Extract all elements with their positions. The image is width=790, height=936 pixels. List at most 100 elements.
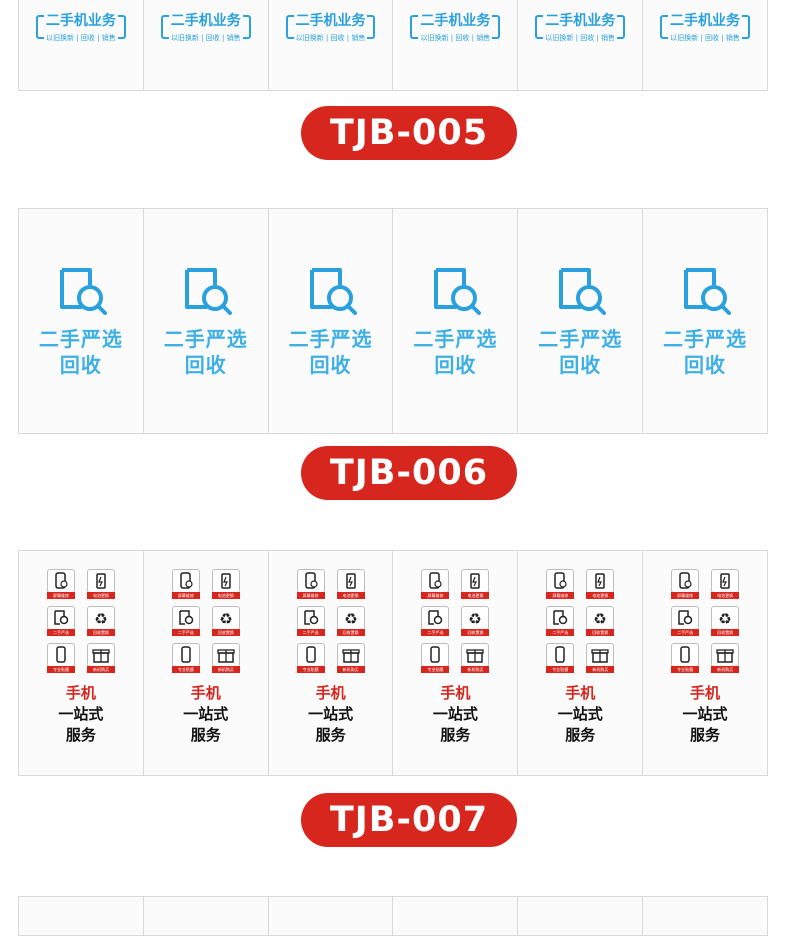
document-search-icon: [179, 610, 194, 625]
product-card[interactable]: 二手严选 回收: [268, 209, 394, 433]
service-tile: 电池更换: [461, 569, 490, 601]
product-card[interactable]: [393, 897, 519, 935]
product-card[interactable]: [518, 897, 644, 935]
product-card[interactable]: 二手机业务 以旧换新 | 回收 | 销售: [143, 0, 269, 90]
code-label-tjb-006: TJB-006: [301, 446, 517, 500]
sign-line1: 手机: [315, 684, 346, 702]
sign-line1: 二手严选: [538, 327, 623, 351]
document-search-icon: [428, 610, 443, 625]
sign-banner: 二手机业务 以旧换新 | 回收 | 销售: [408, 9, 502, 43]
service-tile-label: 回收置换: [87, 629, 115, 636]
document-search-icon: [553, 610, 568, 625]
document-search-icon: [678, 610, 693, 625]
sign-title: 二手机业务: [45, 13, 116, 29]
document-search-icon: [559, 268, 607, 315]
product-card[interactable]: 二手机业务 以旧换新 | 回收 | 销售: [518, 0, 644, 90]
product-card[interactable]: [643, 897, 767, 935]
product-card[interactable]: 屏幕维修 电池更换 二手严选 ♻ 回收置换 专业贴膜 新机购买: [268, 551, 394, 775]
document-search-icon: [684, 268, 732, 315]
service-tile-label: 新机购买: [586, 666, 615, 673]
service-tile-label: 屏幕维修: [171, 592, 200, 599]
sign-title: 二手机业务: [670, 13, 741, 29]
sign-line3: 服务: [190, 726, 221, 744]
gift-icon: [217, 649, 235, 663]
product-card[interactable]: 屏幕维修 电池更换 二手严选 ♻ 回收置换 专业贴膜 新机购买: [19, 551, 144, 775]
product-card[interactable]: 屏幕维修 电池更换 二手严选 ♻ 回收置换 专业贴膜 新机购买: [643, 551, 767, 775]
sign-subtitle: 以旧换新 | 回收 | 销售: [295, 34, 366, 42]
service-tile: 新机购买: [87, 643, 115, 675]
sign-title: 二手机业务: [295, 13, 366, 29]
gift-icon: [92, 649, 110, 663]
product-card[interactable]: 二手严选 回收: [393, 209, 519, 433]
service-tile-label: 新机购买: [711, 666, 740, 673]
service-tile-label: 电池更换: [586, 592, 615, 599]
product-card[interactable]: 屏幕维修 电池更换 二手严选 ♻ 回收置换 专业贴膜 新机购买: [393, 551, 519, 775]
sign-line3: 服务: [690, 726, 721, 744]
phone-icon: [555, 646, 566, 663]
product-card[interactable]: 二手严选 回收: [19, 209, 144, 433]
product-card[interactable]: 二手机业务 以旧换新 | 回收 | 销售: [19, 0, 144, 90]
product-row-tjb-005: 二手严选 回收 二手严选 回收 二手严选 回收 二手严选 回收: [18, 208, 768, 434]
service-tile-label: 二手严选: [47, 629, 75, 636]
service-tile: 二手严选: [296, 606, 325, 638]
sign-line2: 回收: [184, 353, 227, 377]
service-tile: 专业贴膜: [546, 643, 575, 675]
service-tile-label: 专业贴膜: [546, 666, 575, 673]
service-tile-label: 二手严选: [671, 629, 700, 636]
service-tile: 二手严选: [421, 606, 450, 638]
service-tile-label: 新机购买: [87, 666, 115, 673]
service-tile: 新机购买: [586, 643, 615, 675]
svg-text:♻: ♻: [718, 610, 731, 627]
product-card[interactable]: 二手机业务 以旧换新 | 回收 | 销售: [393, 0, 519, 90]
product-card[interactable]: 二手机业务 以旧换新 | 回收 | 销售: [268, 0, 394, 90]
sign-line1: 手机: [690, 684, 721, 702]
document-search-icon: [309, 268, 357, 315]
service-tile-label: 专业贴膜: [171, 666, 200, 673]
phone-icon: [430, 646, 441, 663]
document-search-icon: [303, 610, 318, 625]
service-tile-label: 回收置换: [211, 629, 240, 636]
product-card[interactable]: 二手机业务 以旧换新 | 回收 | 销售: [643, 0, 767, 90]
service-tile: 专业贴膜: [671, 643, 700, 675]
product-card[interactable]: [143, 897, 269, 935]
product-card[interactable]: [19, 897, 144, 935]
sign-line2: 回收: [559, 353, 602, 377]
service-tile-label: 新机购买: [211, 666, 240, 673]
recycle-icon: ♻: [718, 610, 731, 627]
service-tile: 屏幕维修: [421, 569, 450, 601]
service-tile-label: 二手严选: [171, 629, 200, 636]
product-card[interactable]: 二手严选 回收: [643, 209, 767, 433]
recycle-icon: ♻: [469, 610, 482, 627]
svg-text:♻: ♻: [94, 610, 107, 627]
phone-repair-icon: [554, 572, 567, 589]
sign-subtitle: 以旧换新 | 回收 | 销售: [545, 34, 616, 42]
sign-banner: 二手机业务 以旧换新 | 回收 | 销售: [34, 9, 128, 43]
sign-line2: 回收: [434, 353, 477, 377]
sign-line2: 一站式: [557, 705, 603, 723]
product-row-tjb-006: 屏幕维修 电池更换 二手严选 ♻ 回收置换 专业贴膜 新机购买: [18, 550, 768, 776]
product-card[interactable]: 二手严选 回收: [518, 209, 644, 433]
service-tile: 电池更换: [586, 569, 615, 601]
product-row-tjb-007: [18, 896, 768, 936]
svg-text:♻: ♻: [344, 610, 357, 627]
service-tile-label: 回收置换: [586, 629, 615, 636]
service-tile: 屏幕维修: [546, 569, 575, 601]
phone-repair-icon: [679, 572, 692, 589]
product-card[interactable]: 屏幕维修 电池更换 二手严选 ♻ 回收置换 专业贴膜 新机购买: [518, 551, 644, 775]
sign-line1: 二手严选: [413, 327, 498, 351]
svg-text:♻: ♻: [219, 610, 232, 627]
sign-line1: 手机: [565, 684, 596, 702]
battery-icon: [345, 573, 356, 589]
service-tile: 新机购买: [461, 643, 490, 675]
service-tile: ♻ 回收置换: [711, 606, 740, 638]
phone-icon: [56, 646, 66, 663]
product-card[interactable]: [268, 897, 394, 935]
service-tile: 屏幕维修: [47, 569, 75, 601]
product-card[interactable]: 二手严选 回收: [143, 209, 269, 433]
gift-icon: [591, 649, 609, 663]
sign-line1: 手机: [190, 684, 221, 702]
svg-text:♻: ♻: [594, 610, 607, 627]
sign-subtitle: 以旧换新 | 回收 | 销售: [46, 34, 116, 42]
product-card[interactable]: 屏幕维修 电池更换 二手严选 ♻ 回收置换 专业贴膜 新机购买: [143, 551, 269, 775]
service-tile-label: 电池更换: [336, 592, 365, 599]
